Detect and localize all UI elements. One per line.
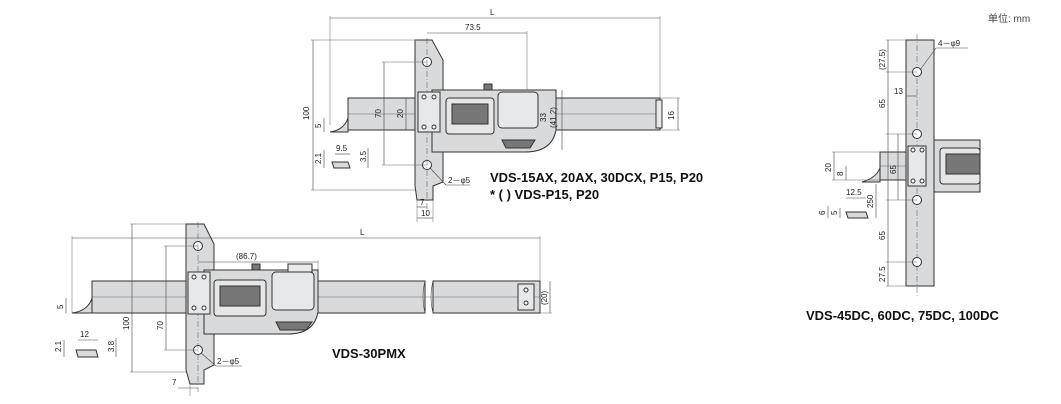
bottom-dim-70: 70 <box>156 321 165 330</box>
top-knob <box>483 83 493 91</box>
right-dim-8: 8 <box>836 171 845 176</box>
bottom-dim-L: L <box>360 228 365 237</box>
bottom-view-drawing: L (86.7) 100 70 (20) 5 12 2.1 3.8 7 <box>54 222 552 396</box>
bottom-dim-hole: 2－φ5 <box>217 357 240 366</box>
right-view-drawing: 4－φ9 (27.5) 65 65 27.5 13 65 20 8 12.5 2… <box>818 34 981 296</box>
top-dim-3-5: 3.5 <box>359 150 368 162</box>
bottom-dim-100: 100 <box>122 316 131 330</box>
bottom-dim-86-7: (86.7) <box>236 252 257 261</box>
top-dim-33: 33 <box>539 113 548 122</box>
top-dim-2-1: 2.1 <box>314 152 323 164</box>
top-dim-100: 100 <box>302 106 311 120</box>
right-clamp-plate <box>907 145 927 187</box>
bottom-dim-7: 7 <box>172 378 177 387</box>
right-dim-65-a: 65 <box>878 99 887 108</box>
bottom-knob <box>251 263 261 271</box>
bottom-dim-12: 12 <box>80 330 89 339</box>
right-dim-hole: 4－φ9 <box>938 39 961 48</box>
right-dim-5: 5 <box>830 210 839 215</box>
bottom-dim-5: 5 <box>56 304 65 309</box>
top-dim-5: 5 <box>314 123 323 128</box>
bottom-button-panel <box>271 271 315 311</box>
bottom-dim-2-1: 2.1 <box>54 340 63 352</box>
top-caption-note: * ( ) VDS-P15, P20 <box>490 187 599 202</box>
right-dim-27-5-top: (27.5) <box>878 49 887 70</box>
top-dim-70: 70 <box>374 109 383 118</box>
right-dim-12-5: 12.5 <box>846 188 862 197</box>
bottom-caption: VDS-30PMX <box>332 346 406 361</box>
top-clamp-plate <box>417 91 441 133</box>
right-dim-65-c: 65 <box>878 231 887 240</box>
top-view-drawing: L 73.5 100 70 20 5 33 (41.2) 16 9.5 <box>302 8 680 222</box>
bottom-dim-20: (20) <box>540 290 549 305</box>
right-rod-tip <box>861 152 881 183</box>
top-caption: VDS-15AX, 20AX, 30DCX, P15, P20 <box>490 170 703 185</box>
top-dim-7: 7 <box>420 198 425 207</box>
top-dim-hole: 2－φ5 <box>448 176 471 185</box>
right-dim-6: 6 <box>818 210 827 215</box>
top-dim-20: 20 <box>396 109 405 118</box>
right-tip-detail <box>845 211 869 219</box>
top-button-panel <box>497 91 539 129</box>
top-dim-16: 16 <box>667 111 676 120</box>
top-dim-9-5: 9.5 <box>336 144 348 153</box>
bottom-clamp-plate <box>187 271 211 315</box>
bottom-rod-tip <box>71 281 93 314</box>
bottom-top-housing <box>287 263 313 273</box>
right-dim-27-5-bottom: 27.5 <box>878 266 887 282</box>
top-dim-41-2: (41.2) <box>549 107 558 128</box>
top-dim-L: L <box>490 8 495 17</box>
right-dim-20: 20 <box>824 163 833 172</box>
top-dim-10: 10 <box>421 209 430 218</box>
top-tip-detail <box>331 161 351 169</box>
bottom-dim-3-8: 3.8 <box>107 340 116 352</box>
top-dim-73-5: 73.5 <box>465 23 481 32</box>
right-caption: VDS-45DC, 60DC, 75DC, 100DC <box>806 308 1000 323</box>
bottom-end-cap <box>517 283 535 311</box>
top-rod-tip <box>329 98 349 133</box>
unit-label: 单位: mm <box>988 12 1030 25</box>
right-dim-13: 13 <box>894 87 903 96</box>
right-dim-65-b: 65 <box>889 165 898 174</box>
bottom-tip-detail <box>75 349 99 358</box>
right-dim-250: 250 <box>866 194 875 208</box>
